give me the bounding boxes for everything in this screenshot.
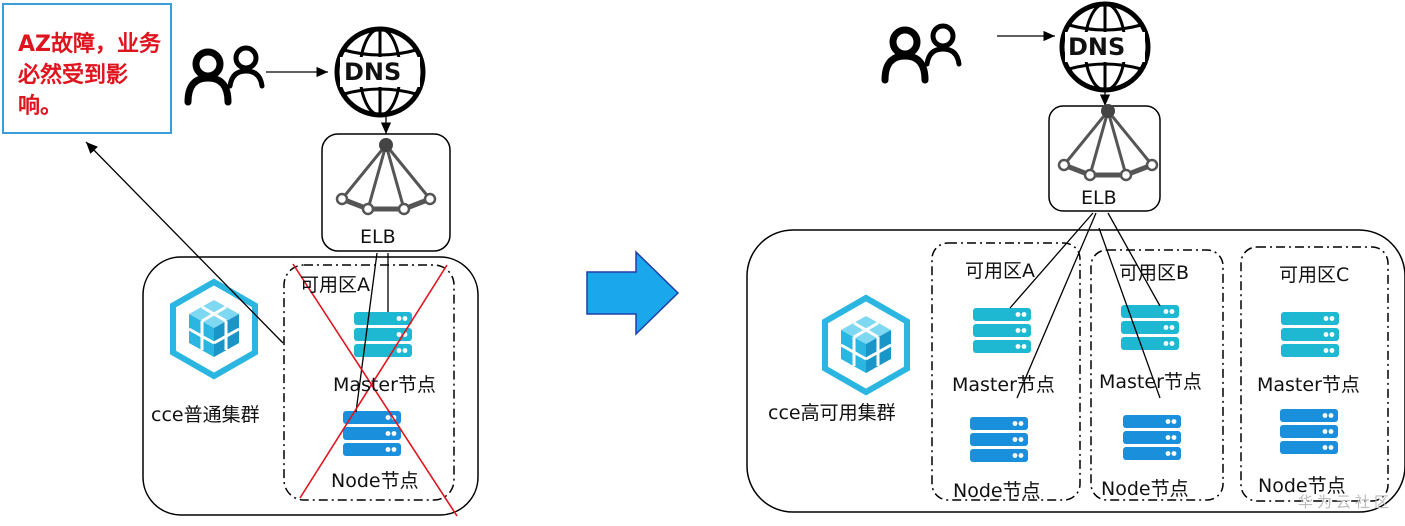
zone-label: 可用区A <box>300 274 370 296</box>
watermark: 华为云社区 <box>1297 493 1393 511</box>
node-server-icon-a <box>970 417 1028 462</box>
node-server-icon-b <box>1123 415 1181 460</box>
node-server-icon-c <box>1280 409 1338 454</box>
right-diagram <box>746 4 1405 513</box>
zone-c-master-label: Master节点 <box>1257 374 1360 396</box>
elb-label: ELB <box>1081 187 1117 209</box>
zone-c-node-label: Node节点 <box>1258 475 1346 497</box>
cluster-box <box>142 256 479 516</box>
zone-failure-cross <box>292 263 458 517</box>
elb-link <box>1098 227 1161 399</box>
elb-label: ELB <box>360 226 396 248</box>
failure-note-box: AZ故障，业务必然受到影响。 <box>2 3 172 134</box>
zone-a-label: 可用区A <box>965 260 1035 282</box>
cce-cube-icon <box>825 298 907 392</box>
elb-link <box>1107 212 1161 307</box>
cce-cube-icon <box>173 282 255 376</box>
users-icon <box>885 26 959 80</box>
left-diagram <box>85 29 479 517</box>
cluster-box <box>746 229 1405 513</box>
elb-to-node-link <box>355 252 378 413</box>
zone-a-box <box>283 264 455 501</box>
master-label: Master节点 <box>333 374 436 396</box>
elb-box <box>321 133 451 252</box>
zone-failure-cross <box>299 264 448 499</box>
zone-b-box <box>1090 249 1224 501</box>
zone-b-master-label: Master节点 <box>1099 371 1202 393</box>
dns-label: DNS <box>344 58 402 86</box>
zone-b-node-label: Node节点 <box>1101 478 1189 500</box>
zone-c-box <box>1240 246 1389 502</box>
cluster-label: cce普通集群 <box>151 404 260 426</box>
zone-c-label: 可用区C <box>1279 264 1350 286</box>
zone-a-master-label: Master节点 <box>952 374 1055 396</box>
zone-a-node-label: Node节点 <box>953 480 1041 502</box>
cluster-label: cce高可用集群 <box>768 402 896 424</box>
master-server-icon-a <box>973 308 1031 353</box>
zone-a-box <box>931 242 1081 501</box>
node-label: Node节点 <box>331 470 419 492</box>
elb-link <box>1009 212 1094 309</box>
elb-link <box>1016 212 1097 399</box>
users-icon <box>188 48 262 102</box>
dns-label: DNS <box>1068 33 1126 61</box>
failure-note-text: AZ故障，业务必然受到影响。 <box>18 32 161 119</box>
failure-to-note-arrow <box>85 141 284 344</box>
transition-arrow-icon <box>586 250 680 336</box>
zone-b-label: 可用区B <box>1119 262 1190 284</box>
master-server-icon-c <box>1281 312 1339 357</box>
